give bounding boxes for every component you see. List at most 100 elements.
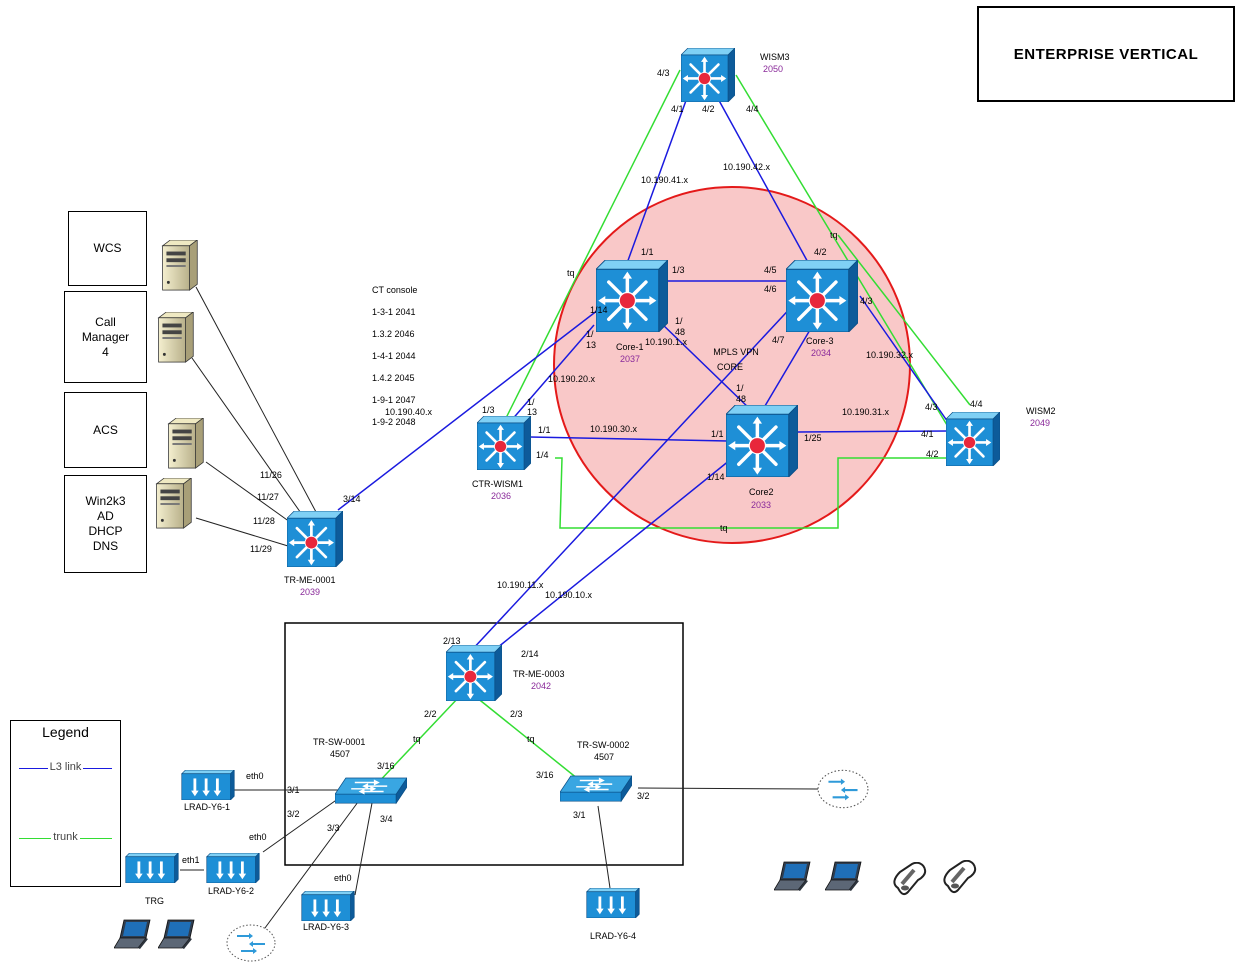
- port-label: 1/4: [536, 450, 549, 460]
- port-label: 1/1: [641, 247, 654, 257]
- core3-number: 2034: [811, 348, 831, 358]
- wism3-switch-icon[interactable]: [681, 48, 735, 102]
- tr-sw-0002-model: 4507: [594, 752, 614, 762]
- legend-item-l3: L3 link: [47, 761, 84, 773]
- port-label: 3/1: [287, 785, 300, 795]
- laptop-icon: [825, 861, 862, 892]
- l3-link-core3-me3: [469, 301, 797, 653]
- core3-label: Core-3: [806, 336, 834, 346]
- subnet-label: 10.190.40.x: [385, 407, 433, 417]
- wism2-switch-icon[interactable]: [946, 412, 1000, 466]
- lrad-y6-1-icon[interactable]: [180, 770, 236, 800]
- legend: Legend L3 link trunk: [10, 720, 121, 887]
- lrad-y6-4-icon[interactable]: [585, 888, 641, 918]
- lrad-y6-3-icon[interactable]: [300, 891, 356, 921]
- subnet-label: 10.190.1.x: [645, 337, 688, 347]
- tr-sw-0001-label: TR-SW-0001: [313, 737, 365, 747]
- ct-console-list: CT console 1-3-1 2041 1.3.2 2046 1-4-1 2…: [372, 274, 417, 439]
- server-tower-icon: [162, 240, 198, 291]
- core2-label: Core2: [749, 487, 774, 497]
- link-cm-me1: [191, 357, 304, 517]
- trunk-link-me3-sw2: [475, 696, 584, 784]
- lrad-y6-3-label: LRAD-Y6-3: [303, 922, 349, 932]
- port-label: 11/27: [257, 492, 279, 502]
- core1-number: 2037: [620, 354, 640, 364]
- port-label: 4/3: [925, 402, 938, 412]
- wireless-cloud-icon: [226, 924, 276, 962]
- port-label: 1/: [675, 316, 683, 326]
- tr-me-0001-number: 2039: [300, 587, 320, 597]
- trunk-marker: tq: [720, 523, 728, 533]
- port-label: 2/14: [521, 649, 539, 659]
- link-sw1-lrad3: [354, 802, 373, 896]
- port-label: 1/14: [590, 305, 608, 315]
- ct-console-line: 1.3.2 2046: [372, 329, 415, 339]
- core2-number: 2033: [751, 500, 771, 510]
- subnet-label: 10.190.41.x: [641, 175, 689, 185]
- ct-console-line: 1-3-1 2041: [372, 307, 416, 317]
- core3-switch-icon[interactable]: [786, 260, 858, 332]
- l3-link-core1-me1: [337, 309, 599, 511]
- server-box-call-manager: Call Manager 4: [64, 291, 147, 383]
- link-sw2-cloud: [637, 787, 819, 790]
- lrad-y6-1-label: LRAD-Y6-1: [184, 802, 230, 812]
- port-label: 3/16: [377, 761, 395, 771]
- port-label: 4/2: [926, 449, 939, 459]
- diagram-title: ENTERPRISE VERTICAL: [977, 6, 1235, 102]
- port-label: 3/2: [287, 809, 300, 819]
- port-label: 1/1: [538, 425, 551, 435]
- subnet-label: 10.190.11.x: [497, 580, 544, 590]
- tr-me-0001-switch-icon[interactable]: [287, 511, 343, 567]
- port-label: 3/4: [380, 814, 393, 824]
- lrad-y6-2-label: LRAD-Y6-2: [208, 886, 254, 896]
- tr-me-0003-switch-icon[interactable]: [446, 645, 502, 701]
- port-label: 2/13: [443, 636, 461, 646]
- port-label: 4/3: [860, 296, 873, 306]
- subnet-label: 10.190.30.x: [590, 424, 638, 434]
- port-label: 1/: [736, 383, 744, 393]
- tr-me-0001-label: TR-ME-0001: [284, 575, 336, 585]
- port-label: 3/16: [536, 770, 554, 780]
- l3-link-wism3-core3: [715, 94, 811, 267]
- campus-boundary-box: [284, 622, 684, 866]
- port-label: eth0: [334, 873, 352, 883]
- tr-sw-0002-switch-icon[interactable]: [560, 775, 632, 802]
- trg-label: TRG: [145, 896, 164, 906]
- port-label: 3/14: [343, 494, 361, 504]
- port-label: 4/1: [671, 104, 684, 114]
- l3-link-wism3-core1: [625, 94, 689, 267]
- port-label: 4/4: [746, 104, 759, 114]
- port-label: eth0: [246, 771, 264, 781]
- trunk-link-ctr-wism2: [555, 457, 948, 529]
- trunk-marker: tq: [527, 734, 535, 744]
- server-box-win2k3: Win2k3 AD DHCP DNS: [64, 475, 147, 573]
- server-tower-icon: [168, 418, 204, 469]
- port-label: 4/2: [702, 104, 715, 114]
- mpls-label-line2: CORE: [717, 362, 743, 372]
- tr-sw-0001-switch-icon[interactable]: [335, 777, 407, 804]
- wism3-number: 2050: [763, 64, 783, 74]
- port-label: eth1: [182, 855, 200, 865]
- subnet-label: 10.190.10.x: [545, 590, 593, 600]
- wism2-label: WISM2: [1026, 406, 1056, 416]
- port-label: 11/26: [260, 470, 282, 480]
- server-box-acs: ACS: [64, 392, 147, 468]
- subnet-label: 10.190.42.x: [723, 162, 771, 172]
- trg-icon[interactable]: [124, 853, 180, 883]
- trunk-marker: tq: [413, 734, 421, 744]
- core2-switch-icon[interactable]: [726, 405, 798, 477]
- port-label: 2/2: [424, 709, 437, 719]
- lrad-y6-2-icon[interactable]: [205, 853, 261, 883]
- port-label: 1/1: [711, 429, 724, 439]
- port-label: 1/3: [672, 265, 685, 275]
- ctr-wism1-switch-icon[interactable]: [477, 416, 531, 470]
- port-label: 11/28: [253, 516, 275, 526]
- port-label: 48: [675, 327, 685, 337]
- wism3-label: WISM3: [760, 52, 790, 62]
- server-tower-icon: [158, 312, 194, 363]
- port-label: 13: [527, 407, 537, 417]
- port-label: 1/3: [482, 405, 495, 415]
- l3-link-core3-wism2: [859, 295, 951, 426]
- core1-switch-icon[interactable]: [596, 260, 668, 332]
- mpls-label-line1: MPLS VPN: [713, 347, 759, 357]
